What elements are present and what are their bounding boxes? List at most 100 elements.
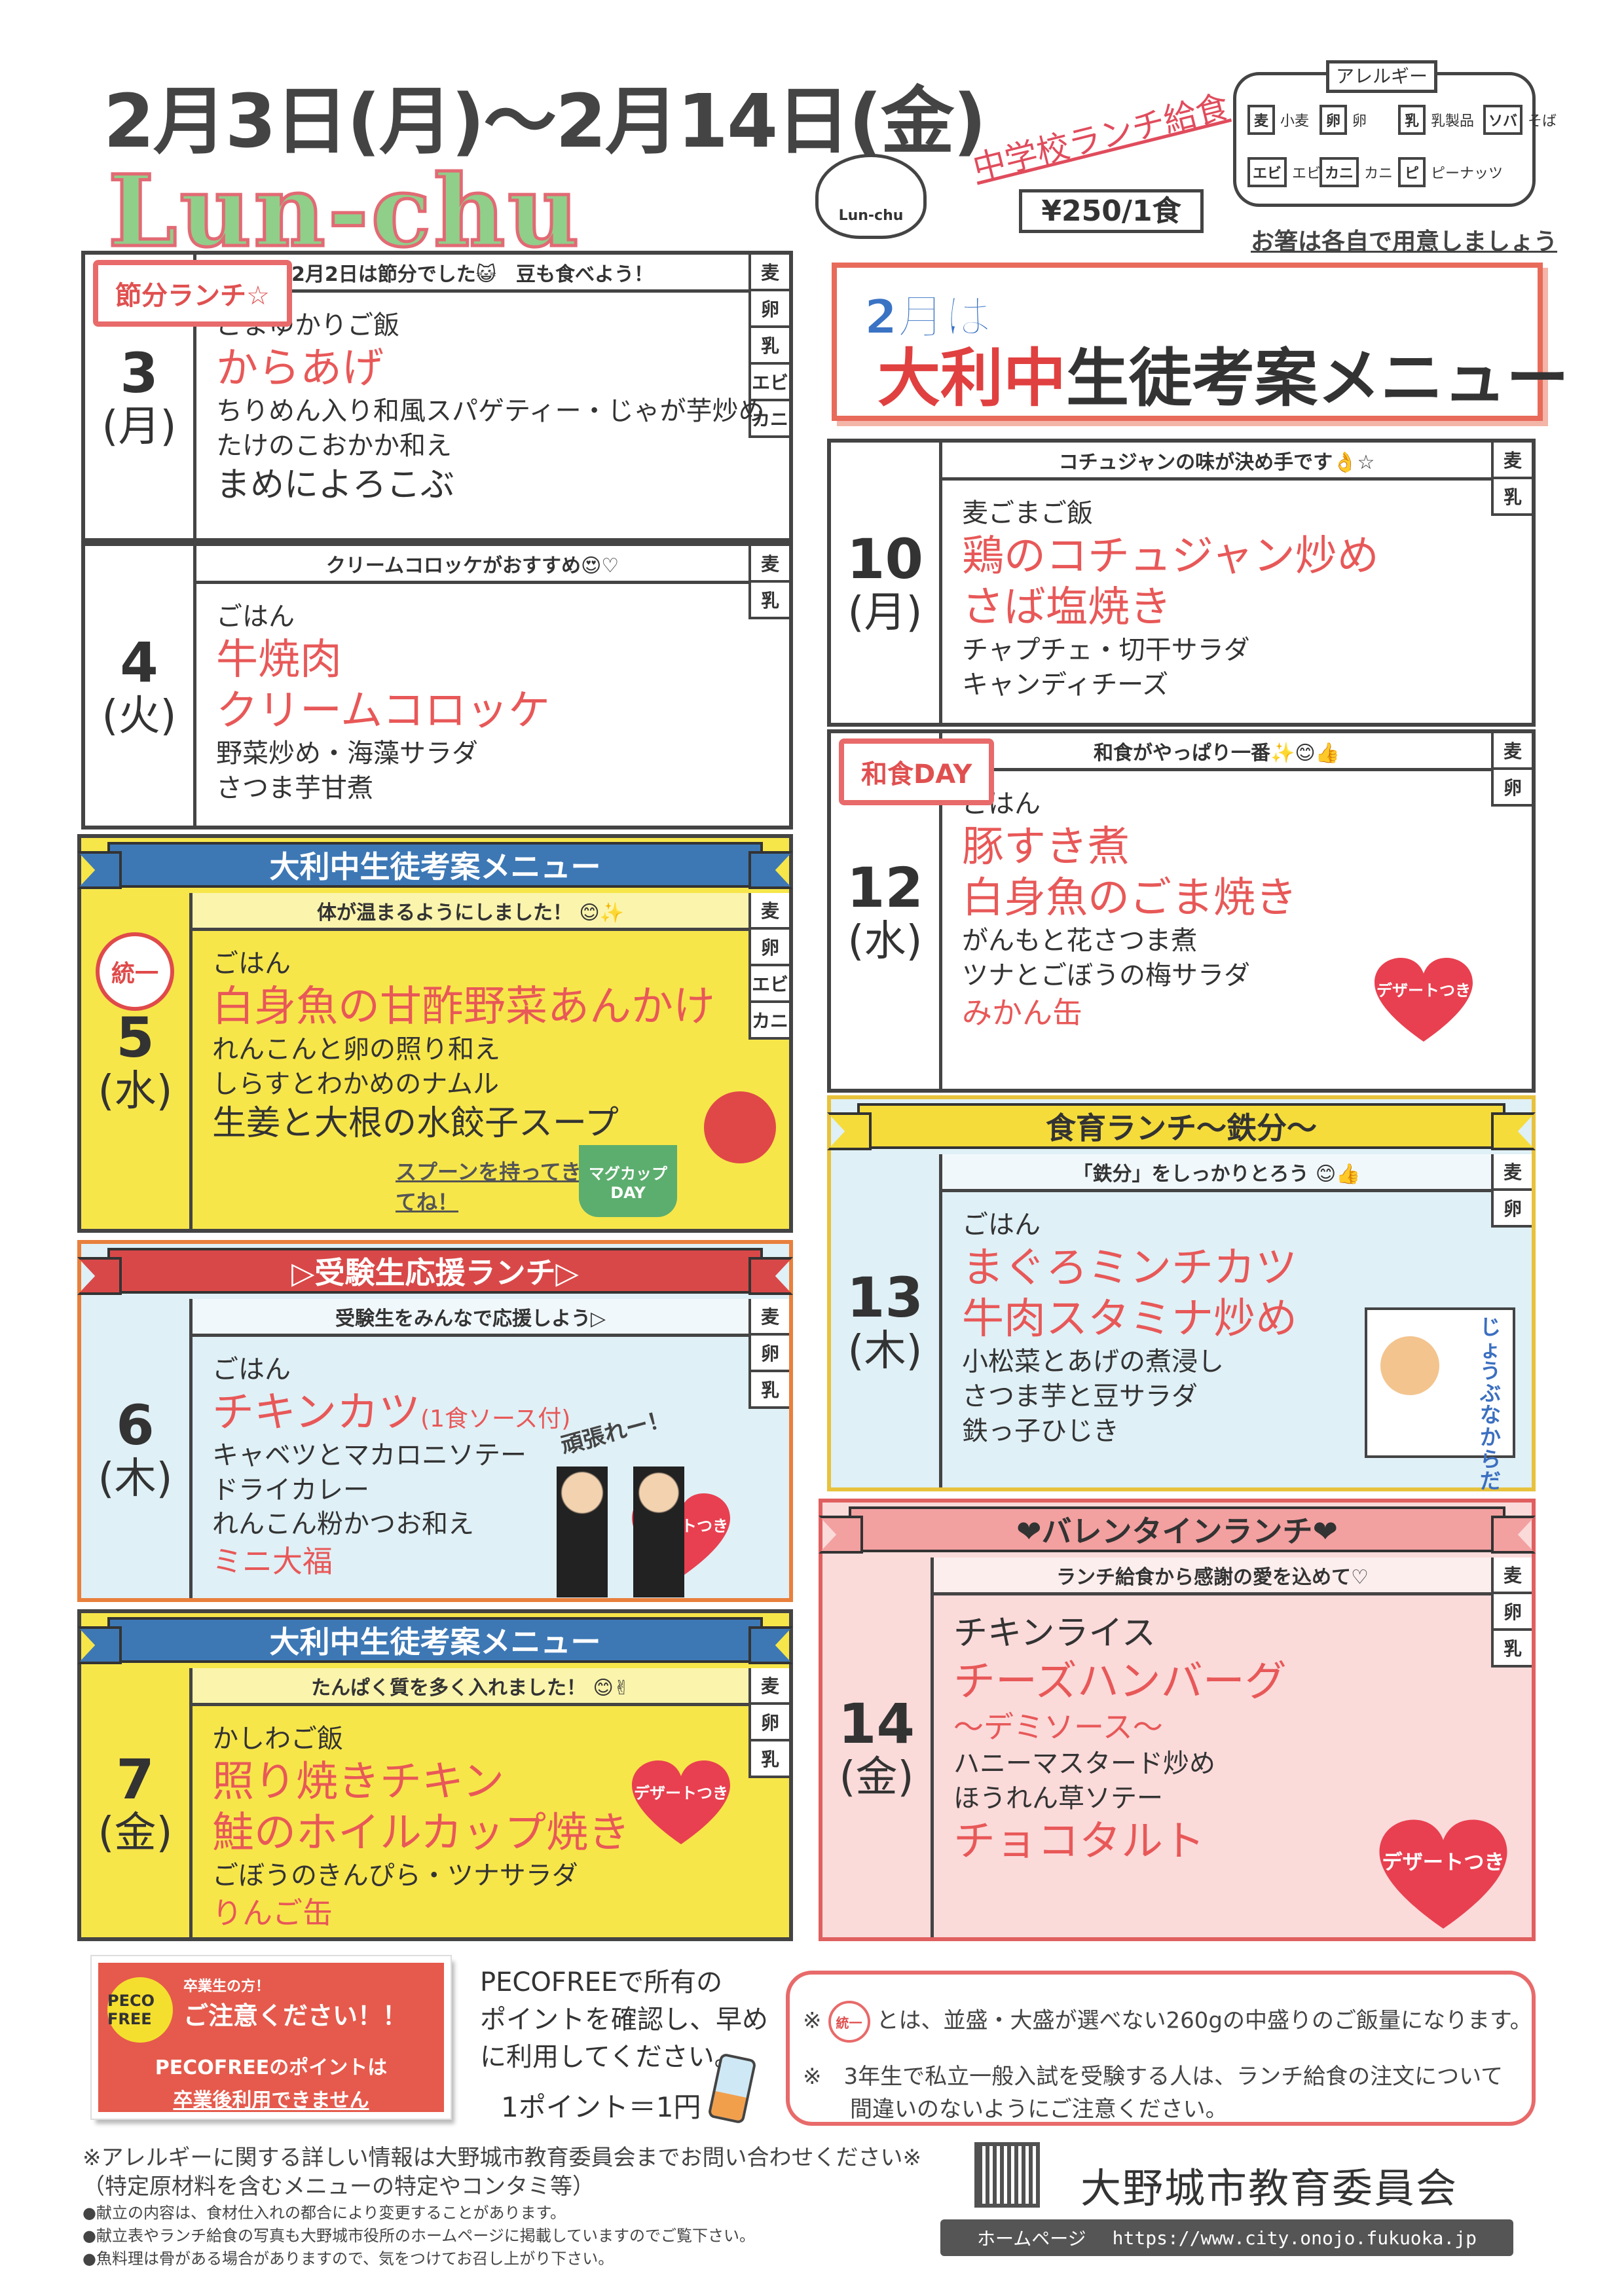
menu-item-text: ちりめん入り和風スパゲティー・じゃが芋炒め	[216, 395, 765, 426]
students-cheering-icon	[540, 1467, 710, 1597]
legend-item: 乳乳製品	[1398, 105, 1474, 135]
menu-item: ごはん	[212, 947, 743, 981]
menu-item: キャベツとマカロニソテー	[212, 1438, 743, 1473]
menu-item-text: 白身魚の甘酢野菜あんかけ	[212, 982, 715, 1031]
menu-item: れんこんと卵の照り和え	[212, 1032, 743, 1067]
legend-item: ピピーナッツ	[1398, 157, 1503, 187]
menu-item-text: 照り焼きチキン	[212, 1757, 505, 1806]
menu-item-text: キャンディチーズ	[962, 669, 1169, 700]
menu-item: 鮭のホイルカップ焼き	[212, 1808, 743, 1859]
legend-key: 乳	[1398, 105, 1426, 135]
day-13-menu: 食育ランチ〜鉄分〜13(木)「鉄分」をしっかりとろう 😊👍麦卵ごはんまぐろミンチ…	[827, 1095, 1536, 1492]
peco-line4: 卒業後利用できません	[173, 2089, 369, 2112]
legend-item: 卵卵	[1320, 105, 1367, 135]
chopsticks-note: お箸は各自で用意しましょう	[1251, 228, 1558, 255]
menu-item-text: がんもと花さつま煮	[962, 925, 1198, 956]
menu-items: ごまゆかりご飯からあげちりめん入り和風スパゲティー・じゃが芋炒めたけのこおかか和…	[216, 308, 765, 508]
menu-item: りんご缶	[212, 1893, 743, 1933]
allergen-乳: 乳	[751, 1372, 789, 1409]
menu-item: ドライカレー	[212, 1473, 743, 1508]
menu-item-text: 鉄っ子ひじき	[962, 1415, 1119, 1446]
legend-label: ピーナッツ	[1431, 166, 1504, 182]
legend-key: エビ	[1247, 157, 1287, 187]
menu-item-text: チキンカツ	[212, 1388, 421, 1437]
allergen-麦: 麦	[751, 893, 789, 930]
menu-item-text: まめによろこぶ	[216, 465, 455, 505]
menu-item: 〜デミソース〜	[953, 1707, 1486, 1747]
menu-item-text: ツナとごぼうの梅サラダ	[962, 960, 1250, 991]
legend-key: カニ	[1320, 157, 1359, 187]
pecofree-logo: PECO FREE	[107, 1977, 173, 2043]
menu-item-text: ドライカレー	[212, 1474, 369, 1505]
menu-item: キャンディチーズ	[962, 668, 1486, 702]
legend-label: カニ	[1364, 166, 1393, 182]
day-4-menu: 4(火)クリームコロッケがおすすめ😍♡麦乳ごはん牛焼肉クリームコロッケ野菜炒め・…	[81, 542, 793, 829]
menu-item-text: 麦ごまご飯	[962, 498, 1093, 528]
menu-item: 豚すき煮	[962, 822, 1486, 873]
allergen-麦: 麦	[751, 255, 789, 291]
allergy-legend-title: アレルギー	[1326, 60, 1437, 93]
allergen-乳: 乳	[751, 583, 789, 619]
menu-item-text: しらすとわかめのナムル	[212, 1068, 499, 1099]
day-date: 4(火)	[85, 546, 196, 826]
menu-item-text: りんご缶	[212, 1895, 333, 1931]
menu-item: みかん缶	[962, 993, 1486, 1033]
menu-item-text: 鮭のホイルカップ焼き	[212, 1808, 631, 1857]
menu-item: チーズハンバーグ	[953, 1656, 1486, 1707]
allergen-カニ: カニ	[751, 401, 789, 438]
mascot-label: Lun-chu	[838, 208, 904, 224]
legend-item: カニカニ	[1320, 157, 1393, 187]
menu-item: ちりめん入り和風スパゲティー・じゃが芋炒め	[216, 394, 765, 429]
note-mark: ※	[803, 2007, 822, 2034]
menu-item: さつま芋と豆サラダ	[962, 1379, 1486, 1414]
url-text[interactable]: https://www.city.onojo.fukuoka.jp	[1112, 2227, 1477, 2249]
menu-item: がんもと花さつま煮	[962, 924, 1486, 958]
day-note: クリームコロッケがおすすめ😍♡	[196, 546, 748, 584]
allergen-list: 麦卵乳エビカニ	[748, 255, 789, 438]
menu-item: 小松菜とあげの煮浸し	[962, 1345, 1486, 1379]
pecofree-text: PECOFREEで所有の ポイントを確認し、早め に利用してください。	[480, 1964, 768, 2075]
allergen-乳: 乳	[1494, 479, 1532, 516]
homepage-label: ホームページ	[977, 2228, 1086, 2250]
date-number: 12	[847, 855, 923, 920]
footnote: ※アレルギーに関する詳しい情報は大野城市教育委員会までお問い合わせください※	[83, 2145, 921, 2171]
day-of-week: (火)	[101, 691, 177, 740]
menu-item: ごまゆかりご飯	[216, 308, 743, 343]
day-date: 10(月)	[831, 443, 942, 723]
menu-item: ツナとごぼうの梅サラダ	[962, 958, 1486, 993]
homepage-url[interactable]: ホームページ https://www.city.onojo.fukuoka.jp	[940, 2219, 1513, 2256]
unified-badge: 統一	[828, 2001, 870, 2043]
menu-item: かしわご飯	[212, 1722, 743, 1757]
menu-item: 鶏のコチュジャン炒め	[962, 531, 1486, 582]
peco-line3: PECOFREEのポイントは	[155, 2056, 388, 2079]
menu-item: ごはん	[216, 600, 743, 634]
allergen-エビ: エビ	[751, 365, 789, 401]
legend-item: ソバそば	[1483, 105, 1557, 135]
allergen-卵: 卵	[751, 1705, 789, 1741]
date-number: 4	[120, 630, 158, 695]
day-12-menu: 12(水)和食がやっぱり一番✨😊👍麦卵ごはん豚すき煮白身魚のごま焼きがんもと花さ…	[827, 729, 1536, 1093]
qr-code[interactable]	[974, 2142, 1040, 2208]
allergen-麦: 麦	[751, 546, 789, 583]
pecofree-text-line: ポイントを確認し、早め	[480, 2004, 768, 2035]
allergen-卵: 卵	[1494, 1191, 1532, 1228]
menu-item-text: みかん缶	[962, 994, 1082, 1030]
menu-item: からあげ	[216, 343, 743, 394]
allergen-麦: 麦	[1494, 1558, 1532, 1594]
menu-item: 牛焼肉	[216, 634, 743, 685]
menu-items: 麦ごまご飯鶏のコチュジャン炒めさば塩焼きチャプチェ・切干サラダキャンディチーズ	[962, 496, 1486, 702]
menu-item: クリームコロッケ	[216, 685, 743, 737]
day-banner: 大利中生徒考案メニュー	[107, 1617, 763, 1663]
spoon-note: スプーンを持ってきてね！	[396, 1159, 581, 1214]
promo-line1: 2月は	[864, 289, 992, 345]
menu-item: 白身魚のごま焼き	[962, 873, 1486, 924]
menu-item-text: かしわご飯	[212, 1724, 343, 1754]
footnote: ●献立表やランチ給食の写真も大野城市役所のホームページに掲載していますのでご覧下…	[83, 2227, 756, 2245]
legend-label: 卵	[1352, 113, 1367, 130]
allergen-乳: 乳	[751, 328, 789, 365]
allergen-卵: 卵	[751, 930, 789, 966]
menu-item-text: まぐろミンチカツ	[962, 1243, 1297, 1292]
menu-items: ごはんまぐろミンチカツ牛肉スタミナ炒め小松菜とあげの煮浸しさつま芋と豆サラダ鉄っ…	[962, 1208, 1486, 1448]
